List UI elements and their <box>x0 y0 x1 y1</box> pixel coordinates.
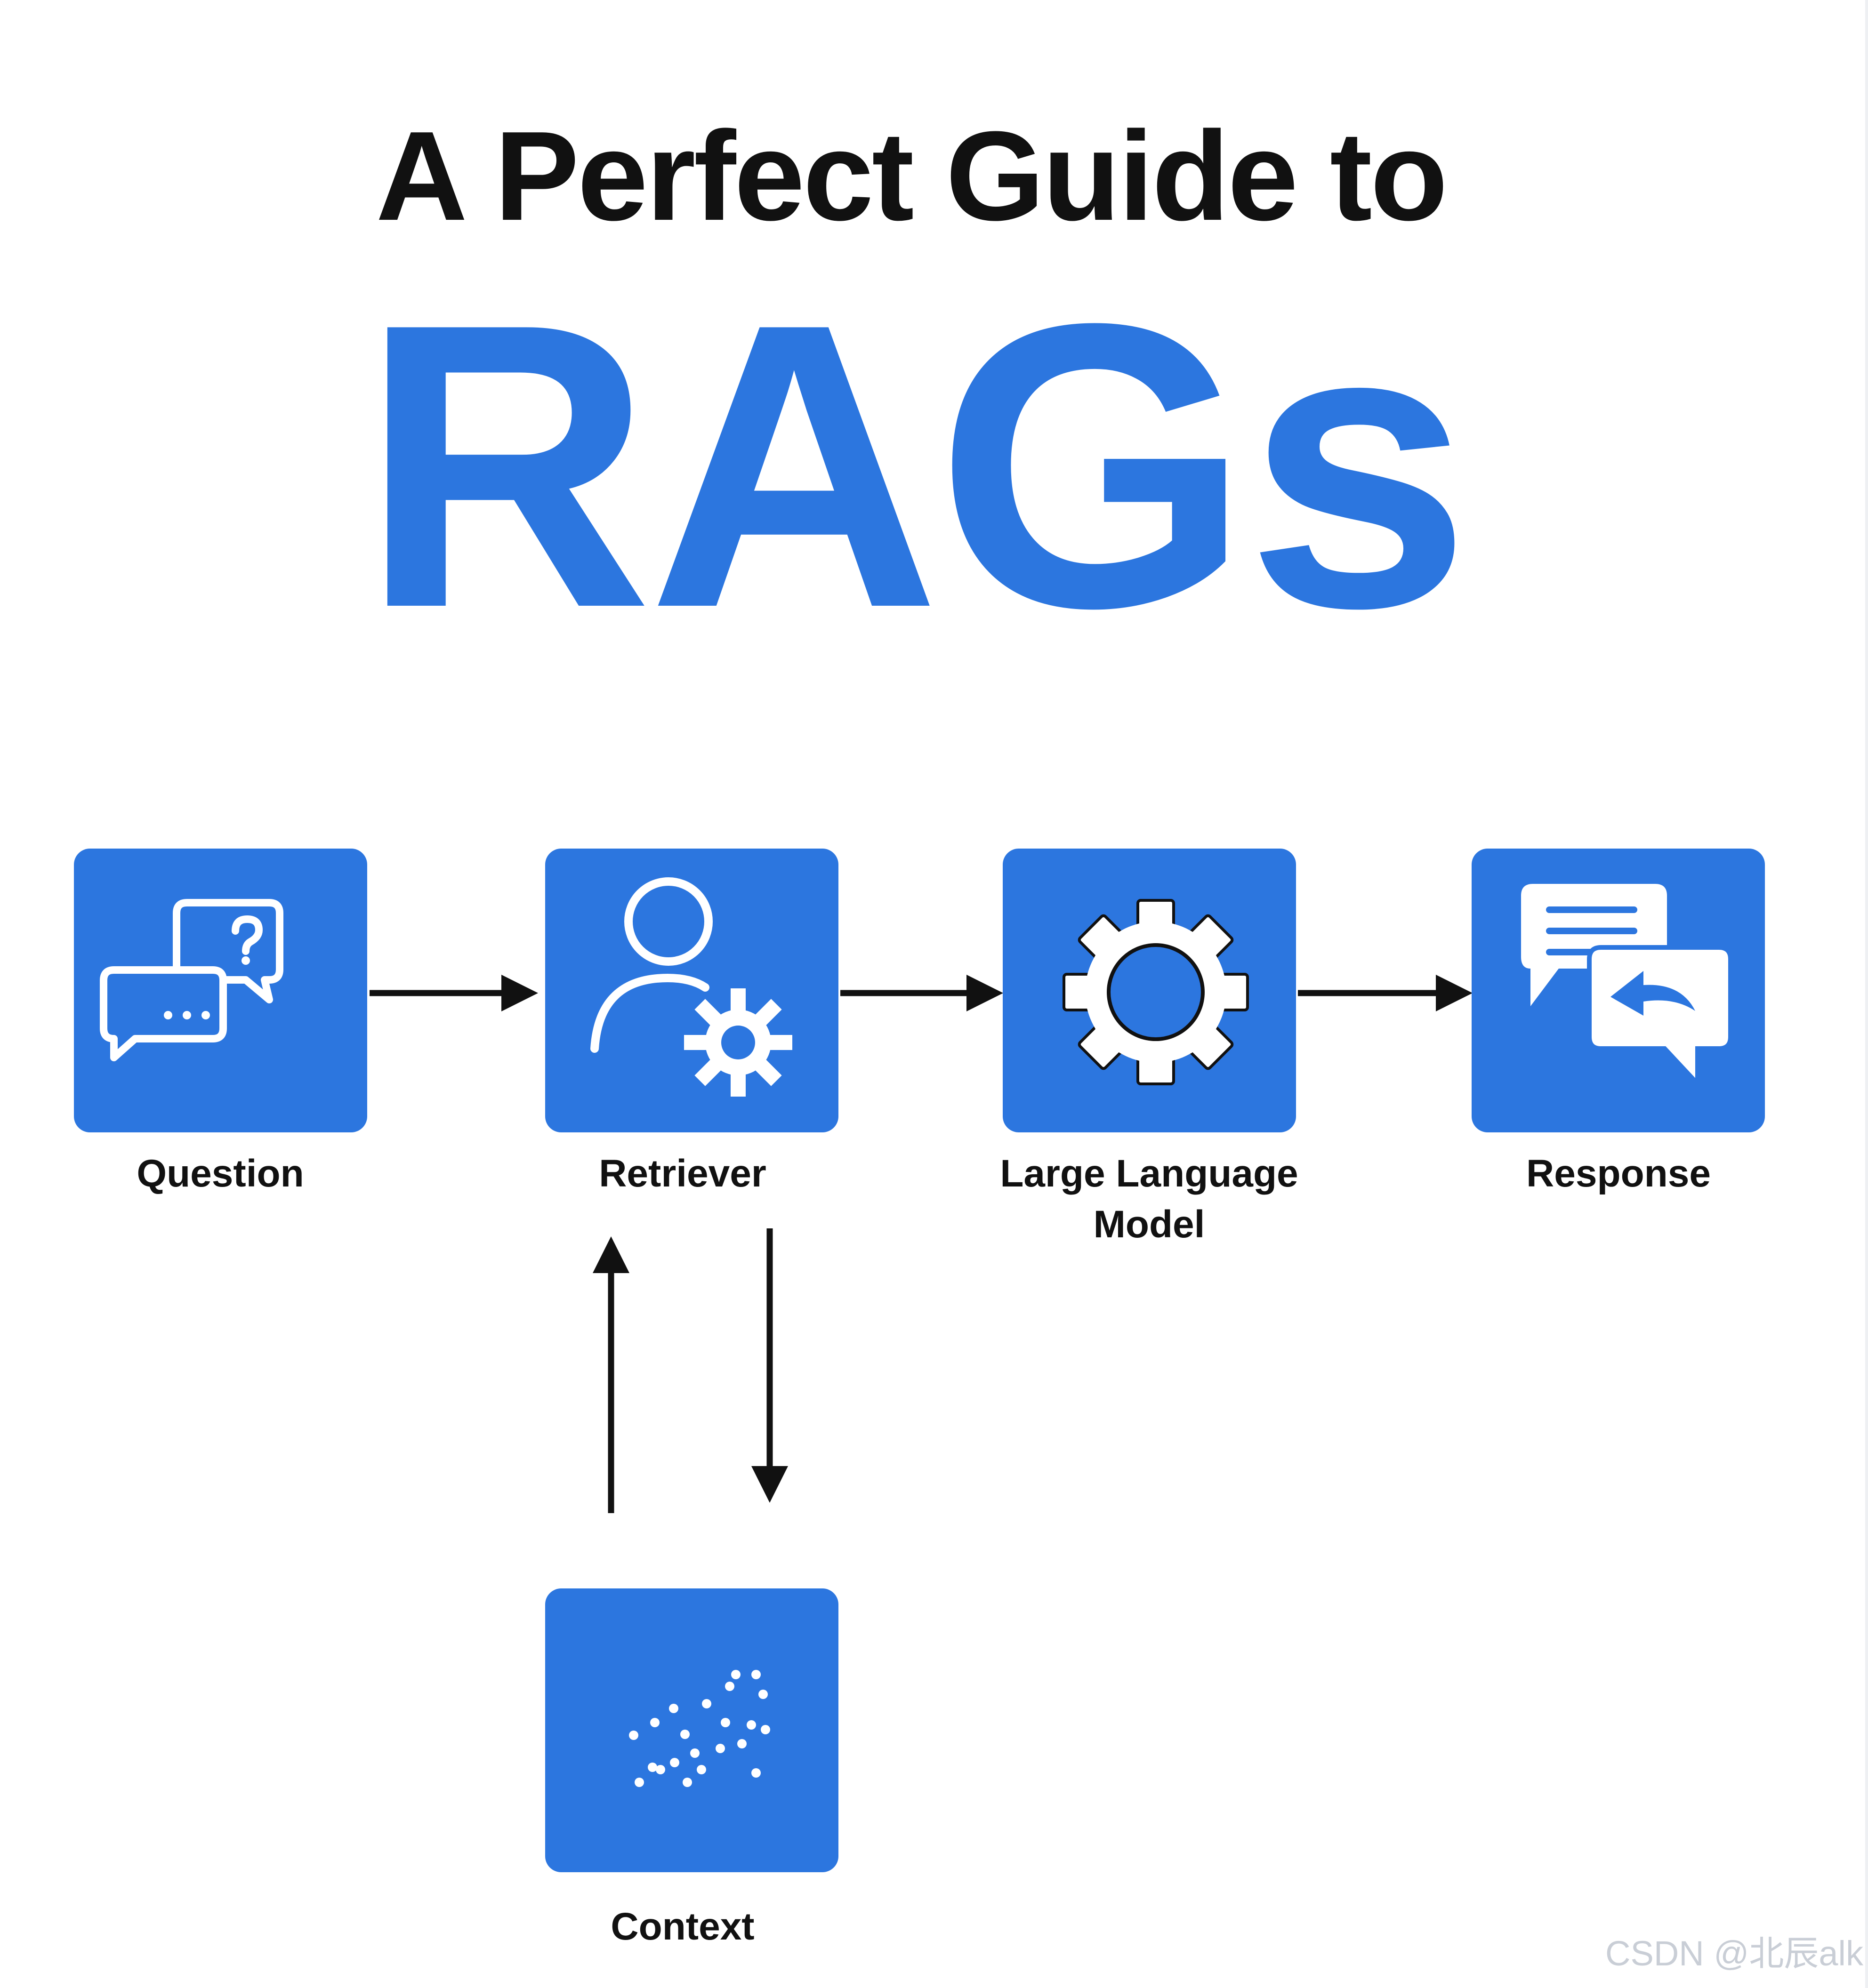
context-node <box>545 1588 838 1872</box>
retriever-node <box>545 849 838 1132</box>
chat-reply-icon <box>1521 884 1733 1090</box>
chat-question-icon <box>100 899 283 1061</box>
page-edge <box>1865 0 1868 1988</box>
llm-label-line1: Large Language <box>1000 1152 1298 1195</box>
llm-node <box>1003 849 1296 1132</box>
watermark: CSDN @北辰alk <box>1605 1934 1863 1973</box>
response-label: Response <box>1526 1152 1711 1195</box>
page-title: RAGs <box>360 240 1471 692</box>
question-label: Question <box>137 1152 304 1195</box>
page-subtitle: A Perfect Guide to <box>376 105 1448 247</box>
context-label: Context <box>611 1905 755 1948</box>
question-node <box>74 849 367 1132</box>
scatter-dots-icon <box>629 1670 770 1787</box>
gear-icon <box>1063 899 1249 1085</box>
response-node <box>1472 849 1765 1132</box>
retriever-label: Retriever <box>599 1152 766 1195</box>
user-gear-icon <box>590 877 792 1097</box>
llm-label-line2: Model <box>1093 1203 1205 1246</box>
